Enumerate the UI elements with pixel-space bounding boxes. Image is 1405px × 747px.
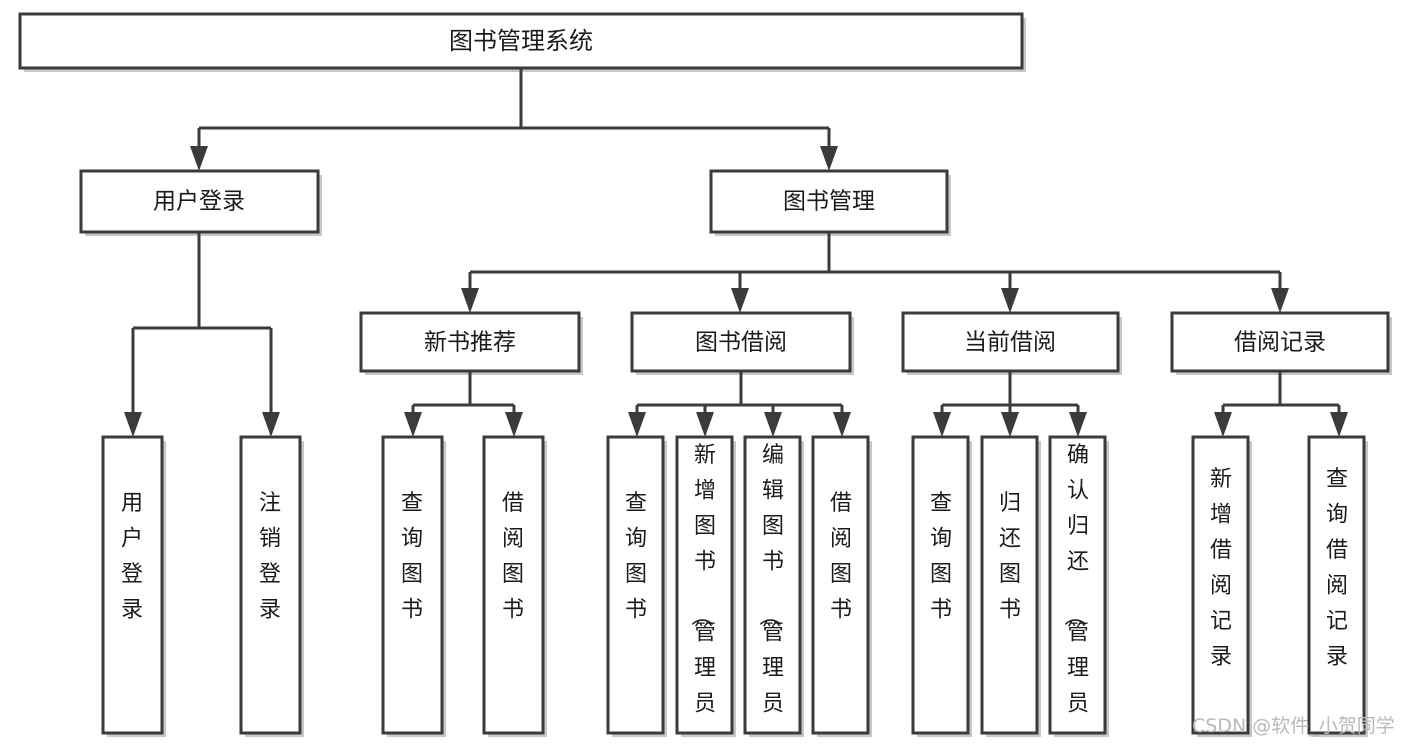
- book-management-label: 图书管理: [783, 189, 875, 215]
- leaf-node-query-book-2[interactable]: 查询图书: [606, 435, 667, 737]
- leaf-user-login-box: [101, 435, 164, 735]
- leaf-logout-label: 注销登录: [259, 491, 281, 623]
- leaf-confirm-return-box: [1048, 435, 1107, 735]
- leaf-query-book-1-box: [381, 435, 444, 735]
- arrow-to-leaf-add-book: [696, 412, 714, 437]
- node-book-management[interactable]: 图书管理: [709, 169, 951, 236]
- borrow-record-label: 借阅记录: [1234, 330, 1326, 356]
- leaf-query-book-2-box: [606, 435, 665, 735]
- leaf-confirm-return-label: 确认归还（管理员）: [1061, 443, 1089, 747]
- leaf-query-record-label: 查询借阅记录: [1326, 467, 1348, 670]
- leaf-node-edit-book[interactable]: 编辑图书（管理员）: [743, 435, 804, 747]
- leaf-add-record-box: [1191, 435, 1250, 735]
- arrow-to-new-book-recommend: [461, 288, 479, 313]
- user-login-label: 用户登录: [153, 189, 245, 215]
- leaf-logout-box: [239, 435, 302, 735]
- root-label: 图书管理系统: [449, 27, 593, 55]
- csdn-watermark: CSDN @软件_小贺同学: [1192, 715, 1395, 737]
- leaf-node-logout[interactable]: 注销登录: [239, 435, 304, 737]
- leaf-add-book-box: [675, 435, 734, 735]
- current-borrow-label: 当前借阅: [964, 330, 1056, 356]
- leaf-node-add-record[interactable]: 新增借阅记录: [1191, 435, 1252, 737]
- arrow-to-leaf-query-book-3: [933, 412, 951, 437]
- leaf-query-record-box: [1307, 435, 1366, 735]
- arrow-to-leaf-edit-book: [764, 412, 782, 437]
- arrow-to-leaf-borrow-book-1: [505, 412, 523, 437]
- arrow-to-leaf-user-login: [124, 412, 142, 437]
- node-user-login[interactable]: 用户登录: [79, 169, 322, 236]
- leaf-node-borrow-book-2[interactable]: 借阅图书: [811, 435, 872, 737]
- user-login-box: [79, 169, 320, 234]
- arrow-to-leaf-query-book-2: [628, 412, 646, 437]
- node-current-borrow[interactable]: 当前借阅: [901, 311, 1122, 375]
- leaf-borrow-book-2-box: [811, 435, 870, 735]
- node-borrow-record[interactable]: 借阅记录: [1170, 311, 1392, 375]
- leaf-edit-book-label: 编辑图书（管理员）: [756, 443, 784, 747]
- arrow-root-to-book-management: [820, 146, 838, 171]
- leaf-node-confirm-return[interactable]: 确认归还（管理员）: [1048, 435, 1109, 747]
- leaf-return-book-label: 归还图书: [999, 491, 1021, 623]
- node-book-borrow[interactable]: 图书借阅: [630, 311, 854, 375]
- arrow-to-borrow-record: [1271, 288, 1289, 313]
- leaf-query-book-1-label: 查询图书: [401, 491, 423, 623]
- leaf-query-book-2-label: 查询图书: [625, 491, 647, 623]
- new-book-recommend-label: 新书推荐: [424, 330, 516, 356]
- arrow-to-book-borrow: [731, 288, 749, 313]
- leaf-borrow-book-2-label: 借阅图书: [830, 491, 852, 623]
- arrow-to-leaf-borrow-book-2: [833, 412, 851, 437]
- leaf-node-return-book[interactable]: 归还图书: [980, 435, 1041, 737]
- arrow-to-leaf-logout: [262, 412, 280, 437]
- book-borrow-label: 图书借阅: [695, 330, 787, 356]
- leaf-add-book-label: 新增图书（管理员）: [688, 443, 716, 747]
- arrow-root-to-user-login: [190, 146, 208, 171]
- node-new-book-recommend[interactable]: 新书推荐: [359, 311, 583, 375]
- leaf-return-book-box: [980, 435, 1039, 735]
- arrow-to-current-borrow: [1001, 288, 1019, 313]
- leaf-node-query-book-1[interactable]: 查询图书: [381, 435, 446, 737]
- book-management-box: [709, 169, 949, 234]
- new-book-recommend-box: [359, 311, 581, 373]
- arrow-to-leaf-confirm-return: [1069, 412, 1087, 437]
- leaf-query-book-3-box: [911, 435, 970, 735]
- leaf-add-record-label: 新增借阅记录: [1210, 467, 1232, 670]
- arrow-to-leaf-add-record: [1214, 412, 1232, 437]
- node-root[interactable]: 图书管理系统: [18, 12, 1026, 72]
- arrow-to-leaf-query-record: [1330, 412, 1348, 437]
- leaf-borrow-book-1-label: 借阅图书: [502, 491, 524, 623]
- leaf-node-query-book-3[interactable]: 查询图书: [911, 435, 972, 737]
- arrow-to-leaf-return-book: [1001, 412, 1019, 437]
- leaf-node-query-record[interactable]: 查询借阅记录: [1307, 435, 1368, 737]
- leaf-node-user-login[interactable]: 用户登录: [101, 435, 166, 737]
- leaf-borrow-book-1-box: [482, 435, 545, 735]
- current-borrow-box: [901, 311, 1120, 373]
- leaf-edit-book-box: [743, 435, 802, 735]
- root-box: [18, 12, 1024, 70]
- leaf-node-borrow-book-1[interactable]: 借阅图书: [482, 435, 547, 737]
- leaf-node-add-book[interactable]: 新增图书（管理员）: [675, 435, 736, 747]
- leaf-query-book-3-label: 查询图书: [930, 491, 952, 623]
- arrow-to-leaf-query-book-1: [404, 412, 422, 437]
- leaf-user-login-label: 用户登录: [121, 491, 143, 623]
- borrow-record-box: [1170, 311, 1390, 373]
